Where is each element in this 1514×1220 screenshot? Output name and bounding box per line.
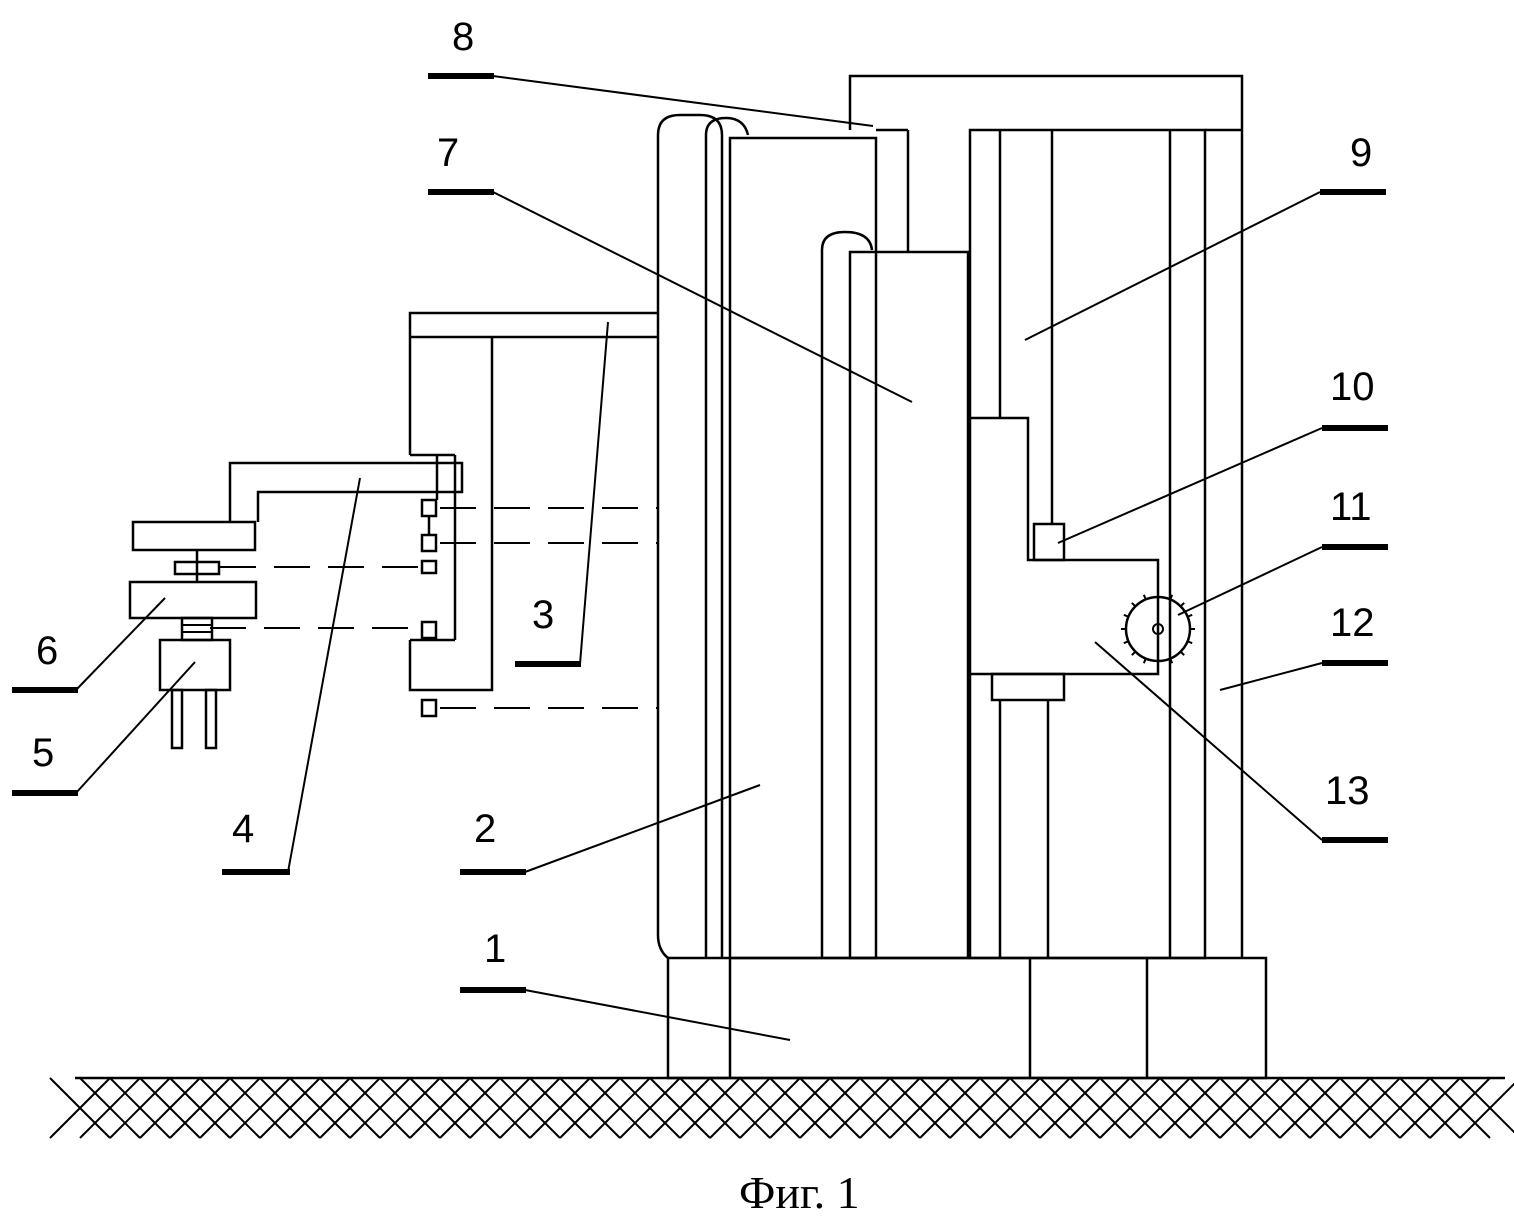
- label-8: 8: [452, 15, 474, 59]
- label-7: 7: [437, 131, 459, 175]
- base-part: [668, 958, 1266, 1078]
- leader-lines: [76, 76, 1322, 1040]
- label-12: 12: [1330, 601, 1375, 645]
- label-10: 10: [1330, 365, 1375, 409]
- label-2: 2: [474, 807, 496, 851]
- label-3: 3: [532, 593, 554, 637]
- inner-block: [822, 232, 968, 958]
- label-9: 9: [1350, 131, 1372, 175]
- label-13: 13: [1325, 769, 1370, 813]
- arm-part: [130, 463, 462, 748]
- carriage: [970, 418, 1158, 700]
- label-4: 4: [232, 807, 254, 851]
- label-1: 1: [484, 927, 506, 971]
- arm-bracket: [410, 313, 658, 716]
- ground: [50, 1078, 1514, 1138]
- label-6: 6: [36, 629, 58, 673]
- label-5: 5: [32, 731, 54, 775]
- label-bars: [12, 76, 1388, 990]
- figure-caption: Фиг. 1: [739, 1167, 860, 1218]
- label-11: 11: [1330, 485, 1372, 529]
